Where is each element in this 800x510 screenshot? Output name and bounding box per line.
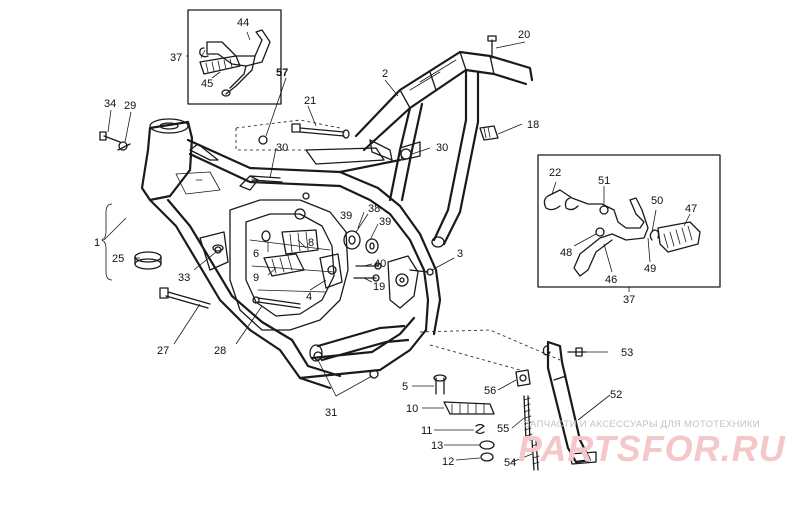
part-label-11: 11: [421, 425, 432, 437]
part-label-6: 6: [253, 248, 259, 260]
watermark: ЗАПЧАСТИ И АКСЕССУАРЫ ДЛЯ МОТОТЕХНИКИ PA…: [518, 419, 786, 469]
rear-subframe: [305, 50, 534, 248]
dashed-leaders: [235, 119, 561, 371]
part-label-9: 9: [253, 272, 259, 284]
part-label-37-bottom: 37: [623, 294, 635, 306]
part-label-34: 34: [104, 98, 116, 110]
part-label-52: 52: [610, 389, 622, 401]
part-label-56: 56: [484, 385, 496, 397]
side-stand-assembly: [433, 340, 597, 471]
part-label-25: 25: [112, 253, 124, 265]
part-label-21: 21: [304, 95, 316, 107]
part-label-4: 4: [306, 291, 312, 303]
part-label-53: 53: [621, 347, 633, 359]
inset-box-footrest-right: [537, 154, 721, 288]
part-label-22: 22: [549, 167, 561, 179]
part-label-46: 46: [605, 274, 617, 286]
part-label-40: 40: [374, 258, 386, 270]
part-label-8: 8: [308, 237, 314, 249]
part-label-39-right: 39: [379, 216, 391, 228]
part-number-labels: 1 2 3 4 5 6 8 9 10 11 12 13 18 19 20 21 …: [94, 17, 697, 469]
part-label-2: 2: [382, 68, 388, 80]
main-frame: [140, 118, 442, 390]
part-label-57: 57: [276, 67, 288, 79]
part-label-19: 19: [373, 281, 385, 293]
part-label-28: 28: [214, 345, 226, 357]
part-label-3: 3: [457, 248, 463, 260]
part-label-45: 45: [201, 78, 213, 90]
part-label-54: 54: [504, 457, 516, 469]
part-label-37-top: 37: [170, 52, 182, 64]
part-label-38: 38: [368, 203, 380, 215]
inset-box-footrest-left: [187, 9, 282, 105]
part-label-51: 51: [598, 175, 610, 187]
part-label-10: 10: [406, 403, 418, 415]
part-label-27: 27: [157, 345, 169, 357]
watermark-tagline: ЗАПЧАСТИ И АКСЕССУАРЫ ДЛЯ МОТОТЕХНИКИ: [524, 419, 760, 430]
part-label-20: 20: [518, 29, 530, 41]
part-label-30-left: 30: [276, 142, 288, 154]
part-label-48: 48: [560, 247, 572, 259]
part-label-49: 49: [644, 263, 656, 275]
part-label-39-left: 39: [340, 210, 352, 222]
part-label-31: 31: [325, 407, 337, 419]
watermark-logo: PARTSFOR.RU: [518, 428, 786, 469]
part-label-30-right: 30: [436, 142, 448, 154]
part-label-50: 50: [651, 195, 663, 207]
part-label-12: 12: [442, 456, 454, 468]
part-label-44: 44: [237, 17, 249, 29]
part-label-1: 1: [94, 237, 100, 249]
part-label-18: 18: [527, 119, 539, 131]
part-label-55: 55: [497, 423, 509, 435]
part-label-33: 33: [178, 272, 190, 284]
part-label-5: 5: [402, 381, 408, 393]
label-leaders: [101, 31, 691, 463]
part-label-47: 47: [685, 203, 697, 215]
part-label-29: 29: [124, 100, 136, 112]
part-label-13: 13: [431, 440, 443, 452]
